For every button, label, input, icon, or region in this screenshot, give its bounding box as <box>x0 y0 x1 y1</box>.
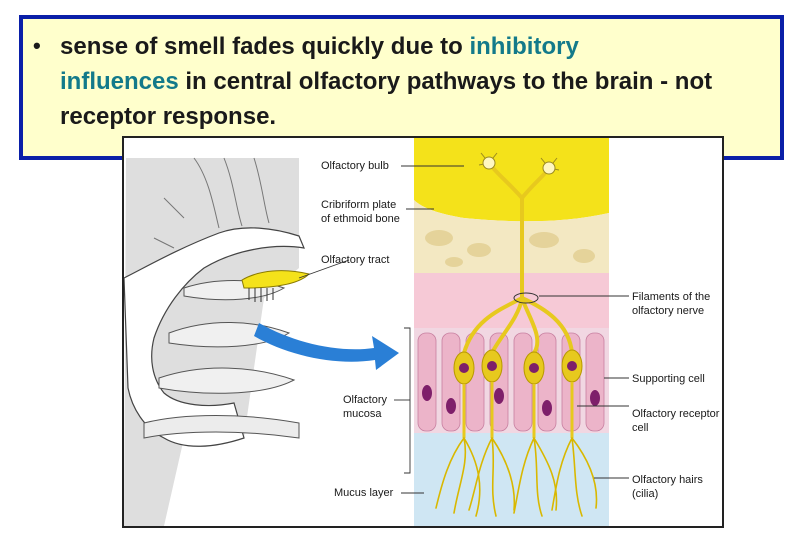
bulb-neurons <box>478 152 560 175</box>
label-olfactory-mucosa-2: mucosa <box>343 408 382 420</box>
olfactory-diagram: Olfactory bulb Cribriform plate of ethmo… <box>124 138 720 526</box>
diagram-labels: Olfactory bulb Cribriform plate of ethmo… <box>321 160 720 500</box>
turbinate-lower <box>158 367 296 394</box>
label-receptor-cell-2: cell <box>632 422 649 434</box>
bone-pores <box>425 230 595 267</box>
label-filaments-2: olfactory nerve <box>632 305 704 317</box>
label-olfactory-mucosa-1: Olfactory <box>343 394 388 406</box>
olfactory-figure: Olfactory bulb Cribriform plate of ethmo… <box>122 136 724 528</box>
skull-bone-texture <box>153 157 270 249</box>
label-olfactory-bulb: Olfactory bulb <box>321 160 389 172</box>
supporting-cell-nuclei <box>422 385 600 416</box>
label-mucus-layer: Mucus layer <box>334 487 394 499</box>
note-box: • sense of smell fades quickly due to in… <box>19 15 784 160</box>
label-filaments-1: Filaments of the <box>632 291 710 303</box>
epithelium-enlargement <box>414 138 609 526</box>
filament-highlight <box>513 292 539 304</box>
receptor-cell-nuclei <box>459 361 577 373</box>
note-text-part2: in central olfactory pathways to the bra… <box>60 68 713 130</box>
label-receptor-cell-1: Olfactory receptor <box>632 408 720 420</box>
note-text-part1: sense of smell fades quickly due to <box>60 33 470 60</box>
note-text: sense of smell fades quickly due to inhi… <box>60 29 760 134</box>
dendrites <box>462 382 574 438</box>
label-supporting-cell: Supporting cell <box>632 373 705 385</box>
note-highlight-inhibitory: inhibitory <box>469 33 579 60</box>
olfactory-nerve-fibres <box>462 161 574 355</box>
note-bullet: • <box>33 33 41 58</box>
lamina-propria <box>414 273 609 328</box>
olfactory-hairs <box>435 437 598 517</box>
leader-lines <box>298 165 629 494</box>
label-cribriform-plate-1: Cribriform plate <box>321 199 396 211</box>
nose-profile <box>124 227 305 447</box>
olfactory-bulb-region <box>414 138 609 222</box>
label-olfactory-tract: Olfactory tract <box>321 254 389 266</box>
note-highlight-influences: influences <box>60 68 179 95</box>
palate <box>143 415 300 439</box>
label-cribriform-plate-2: of ethmoid bone <box>321 213 400 225</box>
head-sagittal-section <box>124 157 399 526</box>
airflow-arrow <box>254 323 399 370</box>
small-cribriform-ticks <box>248 288 274 302</box>
label-olfactory-hairs-2: (cilia) <box>632 488 658 500</box>
cribriform-bone-region <box>414 200 609 273</box>
label-olfactory-hairs-1: Olfactory hairs <box>632 474 703 486</box>
